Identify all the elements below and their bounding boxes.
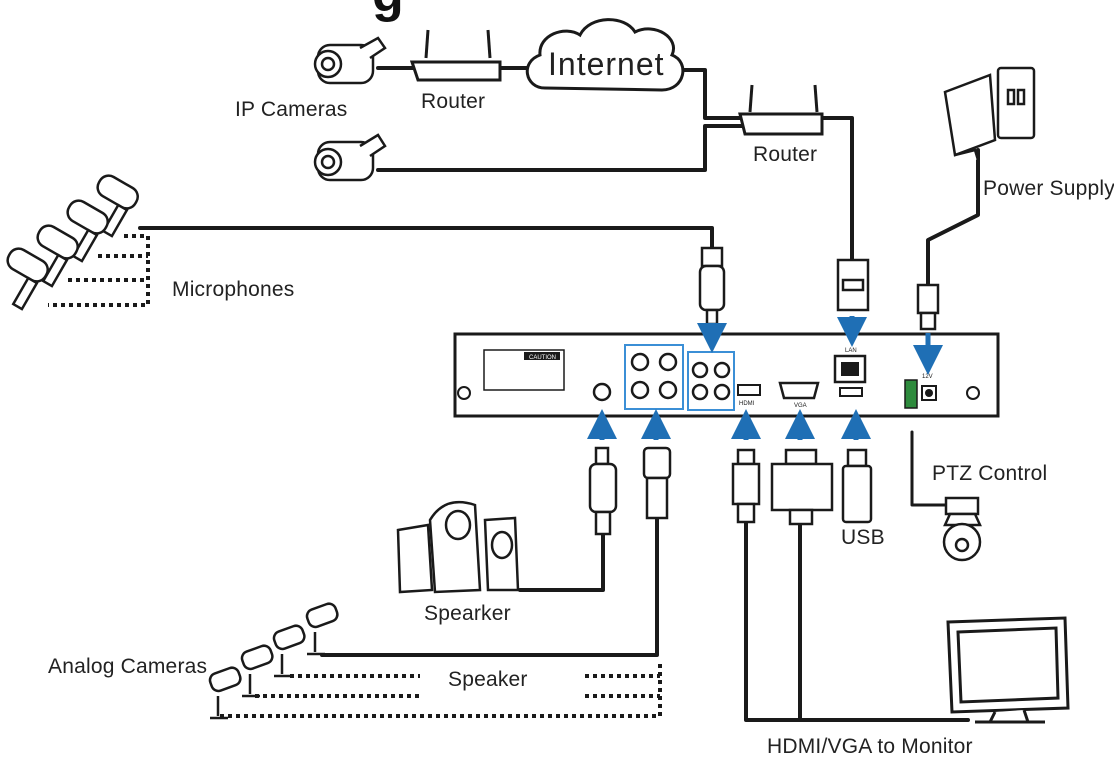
- dvr-rear-panel: [453, 332, 1000, 418]
- hdmi-plug-icon: [731, 448, 761, 524]
- cable-hdmi: [744, 520, 970, 722]
- speaker-unit-label: Spearker: [424, 602, 511, 625]
- usb-label: USB: [841, 526, 885, 549]
- ip-camera-2-icon: [313, 133, 387, 182]
- power-supply-icon: [943, 66, 1036, 161]
- cable-ipcam2-router: [376, 124, 747, 172]
- page-heading-fragment: g: [372, 0, 404, 24]
- dotted-lines: [48, 234, 662, 718]
- vga-plug-icon: [770, 448, 834, 526]
- cable-microphone: [138, 226, 714, 250]
- audio-plug-top-icon: [698, 246, 726, 326]
- usb-stick-icon: [841, 448, 873, 524]
- speaker-line-label: Speaker: [448, 668, 528, 691]
- ptz-control-label: PTZ Control: [932, 462, 1048, 485]
- connection-arrows: [587, 316, 943, 440]
- cable-ptz: [910, 430, 950, 507]
- monitor-label: HDMI/VGA to Monitor: [767, 735, 973, 758]
- vga-port-text: VGA: [794, 403, 807, 409]
- router-right-label: Router: [753, 143, 818, 166]
- bnc-plug-icon: [642, 446, 672, 520]
- ip-camera-1-icon: [313, 36, 387, 85]
- power-supply-label: Power Supply: [983, 177, 1114, 200]
- ip-cameras-label: IP Cameras: [235, 98, 348, 121]
- cable-internet-router: [678, 68, 747, 120]
- ptz-camera-icon: [942, 496, 982, 562]
- internet-label: Internet: [548, 46, 665, 82]
- router-right-icon: [738, 84, 824, 136]
- audio-out-plug-icon: [588, 446, 618, 536]
- cables: [138, 66, 980, 722]
- hdmi-port-text: HDMI: [739, 401, 755, 407]
- cable-router-lan: [818, 116, 854, 262]
- internet-cloud-icon: [525, 18, 685, 92]
- microphones-icon: [6, 174, 139, 311]
- microphones-label: Microphones: [172, 278, 295, 301]
- cable-power: [926, 148, 980, 287]
- router-left-label: Router: [421, 90, 486, 113]
- cable-speaker: [518, 528, 605, 592]
- dc-plug-icon: [916, 283, 940, 331]
- monitor-icon: [946, 616, 1070, 724]
- lan-port-text: LAN: [845, 348, 857, 354]
- caution-text: CAUTION: [529, 355, 556, 361]
- speaker-set-icon: [396, 500, 520, 594]
- router-left-icon: [409, 29, 502, 82]
- lan-plug-icon: [836, 258, 870, 312]
- cable-analog-camera: [320, 516, 659, 657]
- dc-port-text: 12V: [922, 374, 933, 380]
- analog-cameras-label: Analog Cameras: [48, 655, 208, 678]
- analog-cameras-icon: [208, 602, 339, 720]
